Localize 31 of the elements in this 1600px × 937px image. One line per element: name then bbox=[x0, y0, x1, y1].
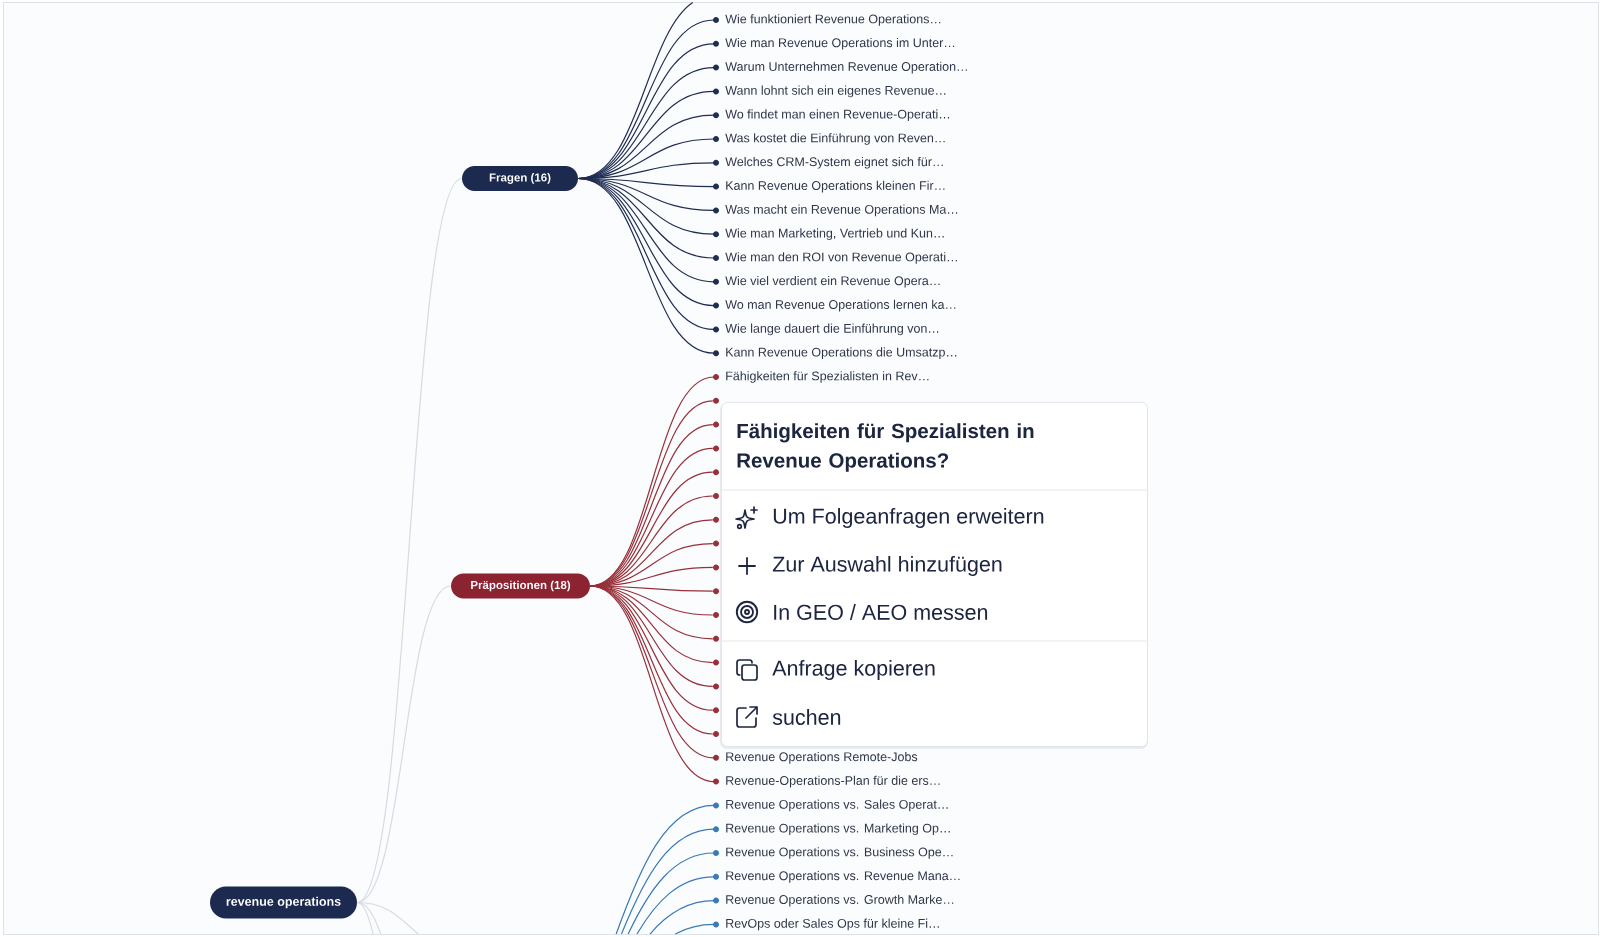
menu-title: Fähigkeiten für Spezialisten in Revenue Operations? bbox=[737, 423, 1034, 472]
query-text: Was kostet die Einführung von Reven… bbox=[725, 133, 945, 145]
menu-item: Anfrage kopieren bbox=[772, 660, 935, 681]
query-text: Welches CRM-System eignet sich für… bbox=[725, 156, 943, 169]
query-text: Revenue Operations vs. Sales Operat… bbox=[726, 799, 948, 812]
query-text: Wie man Revenue Operations im Unter… bbox=[725, 37, 955, 50]
query-text: Wie lange dauert die Einführung von… bbox=[725, 323, 939, 336]
query-text: Revenue Operations vs. Marketing Op… bbox=[726, 823, 950, 836]
query-text: Kann Revenue Operations kleinen Fir… bbox=[726, 180, 945, 193]
query-text: Wo man Revenue Operations lernen ka… bbox=[725, 299, 956, 312]
query-text: Kann Revenue Operations die Umsatzp… bbox=[726, 347, 957, 360]
query-text: Wie man Marketing, Vertrieb und Kun… bbox=[725, 228, 944, 240]
query-text: Was macht ein Revenue Operations Ma… bbox=[725, 204, 958, 217]
query-text: Wo findet man einen Revenue-Operati… bbox=[725, 109, 950, 121]
menu-item: In GEO / AEO messen bbox=[774, 604, 988, 620]
query-text: Revenue Operations vs. Revenue Mana… bbox=[726, 871, 960, 883]
query-text: Wie funktioniert Revenue Operations… bbox=[725, 14, 941, 26]
query-text: Revenue Operations vs. Business Ope… bbox=[726, 847, 953, 859]
menu-item: Um Folgeanfragen erweitern bbox=[773, 508, 1044, 529]
menu-item: Zur Auswahl hinzufügen bbox=[772, 556, 1002, 577]
query-text: Wie viel verdient ein Revenue Opera… bbox=[725, 275, 940, 288]
topic-pill: Fragen (16) bbox=[462, 166, 578, 191]
query-text: Revenue Operations vs. Growth Marke… bbox=[726, 894, 954, 907]
menu-item: suchen bbox=[772, 709, 841, 725]
query-text: Warum Unternehmen Revenue Operation… bbox=[725, 61, 967, 74]
query-text: Revenue Operations Remote-Jobs bbox=[726, 752, 918, 764]
query-text: Wann lohnt sich ein eigenes Revenue… bbox=[725, 85, 946, 98]
query-text: Wie man den ROI von Revenue Operati… bbox=[725, 252, 957, 264]
query-text: Revenue-Operations-Plan für die ers… bbox=[726, 775, 940, 788]
query-text: Fähigkeiten für Spezialisten in Rev… bbox=[726, 371, 929, 383]
query-text: RevOps oder Sales Ops für kleine Fi… bbox=[726, 918, 939, 931]
